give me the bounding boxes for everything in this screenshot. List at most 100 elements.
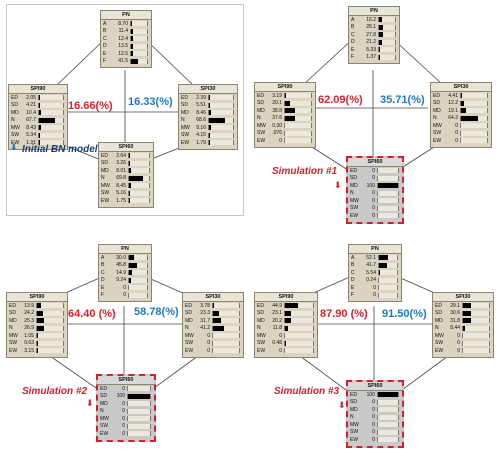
state-row[interactable]: SW.076 [255, 130, 315, 138]
